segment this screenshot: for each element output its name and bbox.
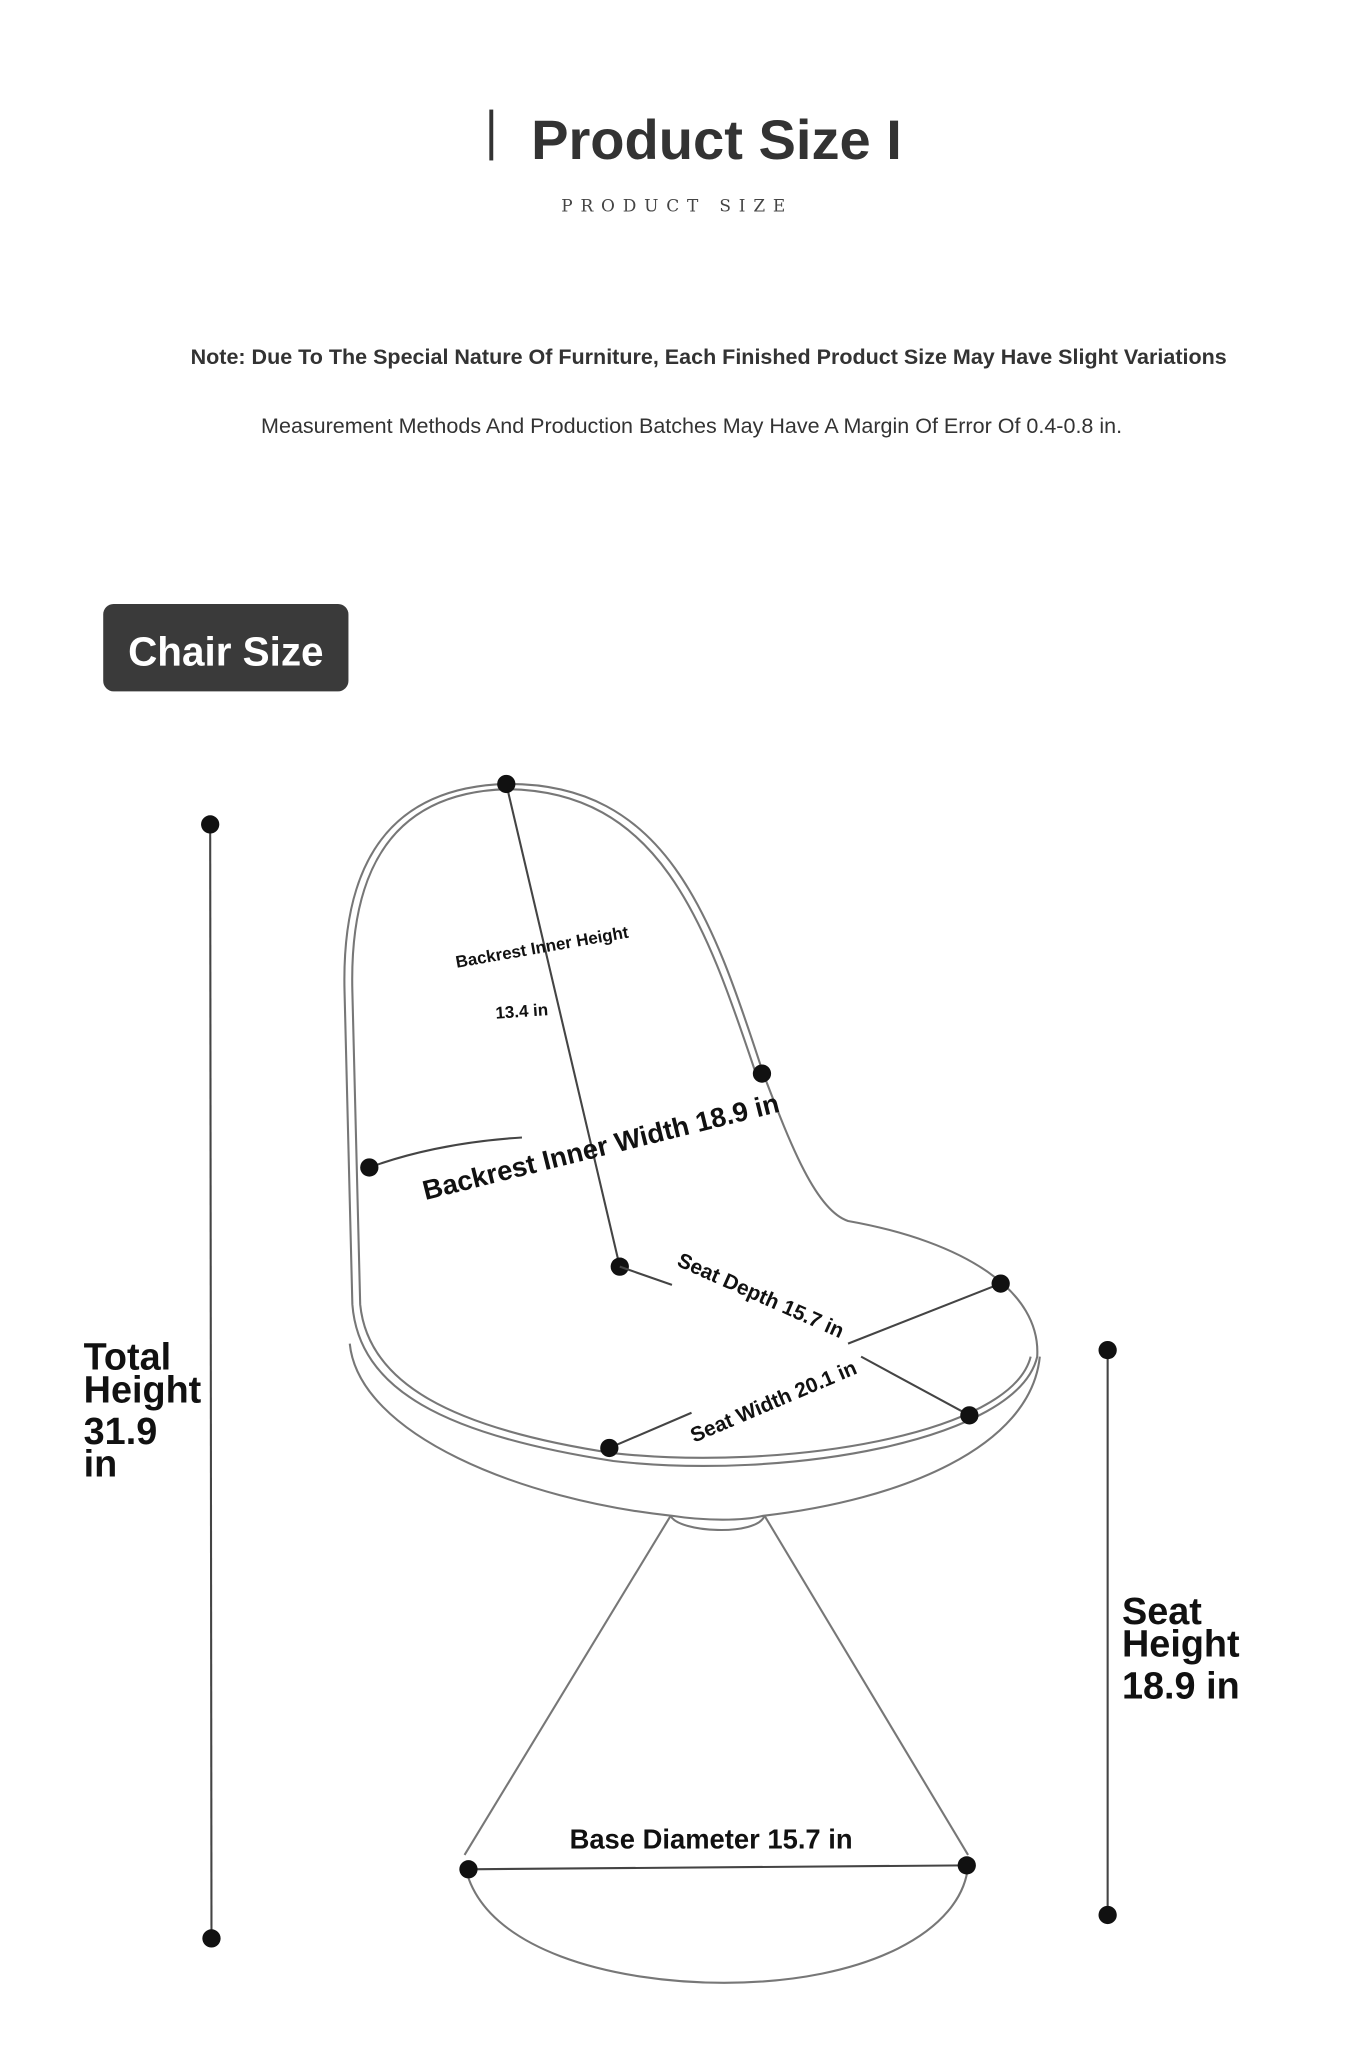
total-height-dimension: Total Height 31.9 in: [84, 815, 221, 1948]
backrest-width-dimension: Backrest Inner Width 18.9 in: [360, 1064, 782, 1206]
svg-text:Backrest Inner Height: Backrest Inner Height: [454, 923, 630, 972]
page-title: Product Size I: [531, 108, 902, 171]
chair-size-badge: Chair Size: [103, 603, 349, 692]
svg-text:Total Height 31.9: Total Height 31.9 in: [84, 1337, 212, 1486]
chair-illustration: [343, 782, 1041, 1984]
svg-text:Seat Height 18.9 i: Seat Height 18.9 in: [1122, 1591, 1250, 1707]
svg-text:Base Diameter 15.7 in: Base Diameter 15.7 in: [570, 1823, 853, 1854]
title-accent-bar: [489, 109, 494, 161]
seat-height-dimension: Seat Height 18.9 in: [1098, 1340, 1250, 1925]
backrest-height-dimension: Backrest Inner Height 13.4 in: [454, 774, 630, 1276]
svg-text:13.4 in: 13.4 in: [495, 1000, 549, 1023]
svg-text:Seat Depth 15.7 in: Seat Depth 15.7 in: [674, 1249, 848, 1343]
note-line-1: Note: Due To The Special Nature Of Furni…: [191, 345, 1227, 369]
svg-text:Seat Width 20.1 in: Seat Width 20.1 in: [687, 1356, 860, 1447]
page-subtitle: PRODUCT SIZE: [561, 195, 793, 215]
chair-size-label: Chair Size: [128, 628, 323, 674]
note-line-2: Measurement Methods And Production Batch…: [261, 414, 1122, 438]
base-diameter-dimension: Base Diameter 15.7 in: [459, 1823, 976, 1879]
